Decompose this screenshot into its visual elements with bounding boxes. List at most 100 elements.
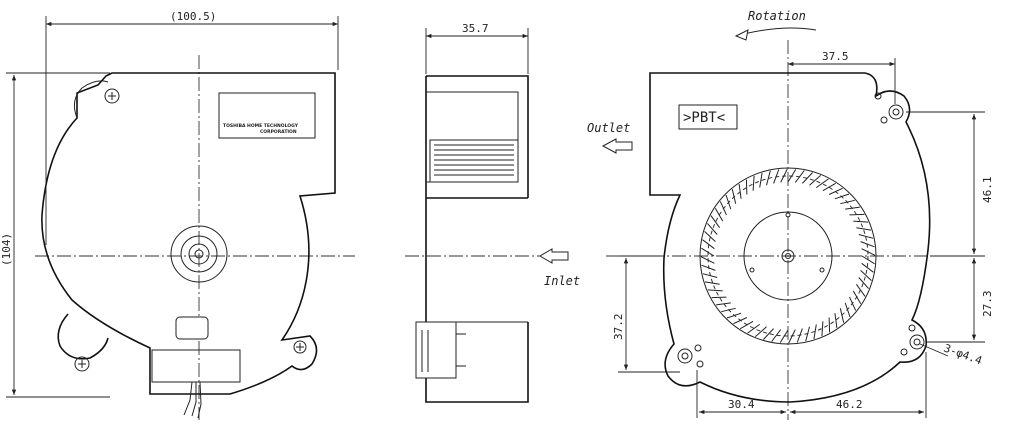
impeller-hub-ring bbox=[743, 211, 833, 301]
inlet-arrow-icon bbox=[539, 248, 569, 264]
rear-dim-right-lower-label: 27.3 bbox=[981, 291, 994, 318]
impeller-blade bbox=[860, 270, 872, 281]
rear-dim-top bbox=[788, 58, 896, 104]
impeller-blade bbox=[809, 175, 821, 186]
impeller-blade bbox=[861, 248, 876, 256]
impeller-blade bbox=[731, 189, 737, 204]
rear-dims-bottom bbox=[696, 352, 927, 418]
impeller-blade bbox=[721, 307, 736, 313]
front-height-dimension bbox=[6, 72, 110, 398]
impeller-blade bbox=[821, 321, 824, 337]
front-mounting-holes bbox=[74, 88, 307, 372]
impeller-blade bbox=[755, 326, 767, 337]
impeller-blade bbox=[766, 170, 771, 186]
impeller-blade bbox=[849, 296, 857, 311]
impeller-blade bbox=[839, 308, 845, 323]
impeller-blade bbox=[702, 239, 715, 250]
rear-dim-left-label: 37.2 bbox=[612, 314, 625, 341]
impeller-hub-holes bbox=[749, 212, 825, 273]
impeller-blades bbox=[700, 168, 876, 344]
impeller-blade bbox=[779, 329, 789, 343]
impeller-blade bbox=[701, 264, 716, 271]
impeller-blade bbox=[707, 289, 723, 292]
label-text-line2: CORPORATION bbox=[260, 129, 297, 135]
impeller-blade bbox=[710, 215, 721, 228]
impeller-blade bbox=[763, 328, 774, 340]
impeller-blade bbox=[834, 193, 850, 200]
impeller-blade bbox=[702, 273, 718, 278]
impeller-blade bbox=[771, 329, 782, 342]
side-outlet-shroud bbox=[426, 91, 519, 183]
impeller-blade bbox=[816, 178, 829, 189]
front-width-label: (100.5) bbox=[170, 10, 216, 23]
impeller-blade bbox=[822, 182, 836, 192]
front-height-label: (104) bbox=[0, 233, 13, 266]
rotation-arrow-icon bbox=[734, 29, 749, 41]
impeller-blade bbox=[849, 213, 865, 216]
side-grille-lines bbox=[434, 144, 514, 176]
impeller-blade bbox=[855, 284, 866, 297]
rear-dims-right bbox=[906, 111, 985, 343]
impeller-blade bbox=[853, 220, 869, 223]
rear-dim-bottom-right-label: 46.2 bbox=[836, 398, 863, 411]
impeller-blade bbox=[700, 256, 715, 264]
rear-dim-bottom-left-label: 30.4 bbox=[728, 398, 755, 411]
hole-callout-leader bbox=[919, 343, 949, 357]
impeller-blade bbox=[860, 241, 875, 248]
impeller-blade bbox=[844, 302, 851, 318]
impeller-blade bbox=[704, 281, 720, 285]
side-depth-dimension bbox=[425, 28, 529, 74]
inlet-label: Inlet bbox=[544, 274, 580, 288]
outlet-arrow-icon bbox=[601, 138, 633, 154]
rear-housing-outline bbox=[649, 72, 931, 403]
impeller-blade bbox=[704, 231, 716, 242]
rear-view: Rotation >PBT< Outlet bbox=[587, 9, 994, 420]
impeller-blade bbox=[752, 175, 755, 191]
impeller-blade bbox=[738, 184, 742, 199]
impeller-blade bbox=[759, 172, 763, 188]
pbt-box bbox=[678, 104, 738, 130]
front-lower-mount-ear bbox=[57, 313, 109, 360]
impeller-shaft bbox=[781, 249, 795, 263]
rotation-label: Rotation bbox=[748, 9, 806, 23]
impeller-blade bbox=[856, 227, 872, 231]
impeller-blade bbox=[861, 262, 874, 273]
impeller-blade bbox=[788, 329, 796, 344]
impeller-blade bbox=[745, 179, 748, 195]
impeller-blade bbox=[805, 326, 810, 342]
front-upper-mount-ear bbox=[73, 80, 109, 119]
impeller-blade bbox=[707, 223, 718, 235]
front-hub bbox=[170, 225, 228, 283]
impeller-outer-ring bbox=[699, 167, 877, 345]
impeller-blade bbox=[780, 168, 788, 183]
side-body-outline bbox=[425, 75, 529, 403]
side-view: 35.7 Inlet bbox=[405, 22, 580, 403]
impeller-blade bbox=[858, 277, 869, 289]
impeller-blade bbox=[719, 201, 727, 216]
rear-dim-top-label: 37.5 bbox=[822, 50, 849, 63]
impeller-blade bbox=[828, 317, 831, 333]
impeller-blade bbox=[725, 194, 732, 210]
impeller-blade bbox=[834, 313, 838, 328]
side-connector bbox=[415, 321, 466, 379]
impeller-blade bbox=[740, 320, 754, 330]
impeller-blade bbox=[711, 296, 727, 299]
impeller-blade bbox=[794, 170, 805, 183]
impeller-blade bbox=[852, 290, 862, 304]
rear-dim-right-upper-label: 46.1 bbox=[981, 177, 994, 204]
rear-dim-left bbox=[618, 255, 680, 373]
side-depth-label: 35.7 bbox=[462, 22, 489, 35]
impeller-blade bbox=[802, 172, 813, 184]
front-label-box bbox=[218, 92, 316, 139]
label-text-line1: TOSHIBA HOME TECHNOLOGY bbox=[223, 123, 299, 129]
impeller-blade bbox=[773, 169, 780, 184]
front-connector bbox=[151, 316, 241, 419]
impeller-blade bbox=[861, 255, 875, 265]
rear-mounting-holes bbox=[677, 92, 925, 368]
impeller-blade bbox=[858, 234, 874, 239]
impeller-blade bbox=[747, 323, 760, 334]
front-width-dimension bbox=[45, 16, 339, 245]
impeller-blade bbox=[716, 302, 731, 306]
impeller-blade bbox=[845, 206, 860, 210]
